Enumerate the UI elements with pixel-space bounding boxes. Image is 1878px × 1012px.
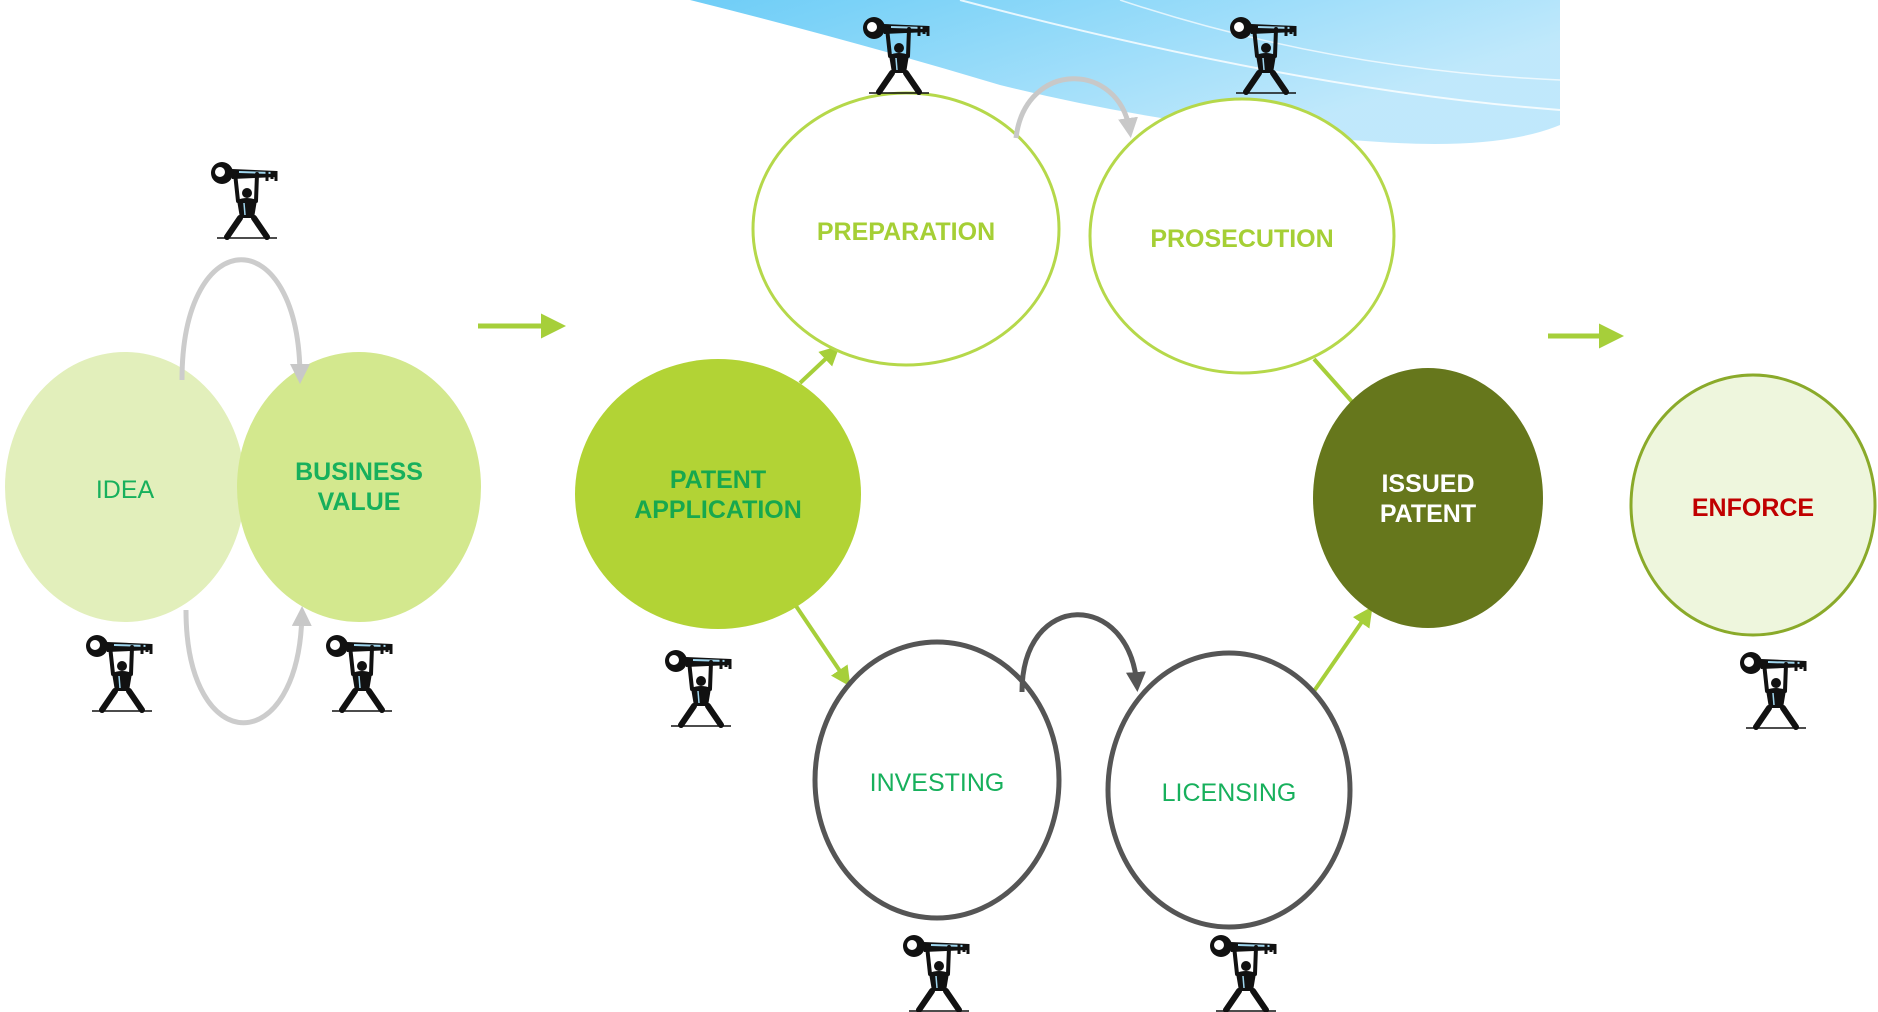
key-bearer-icon	[86, 635, 152, 711]
key-bearer-icon	[1740, 652, 1806, 728]
label-line: ISSUED	[1381, 470, 1474, 498]
key-bearer-icon	[326, 635, 392, 711]
node-idea: IDEA	[5, 352, 245, 622]
connector-application-investing	[794, 604, 851, 687]
curved-loop-arrow-icon	[183, 606, 312, 726]
header-wave	[39, 0, 1561, 144]
node-prosecution-label: PROSECUTION	[1150, 225, 1333, 253]
node-prosecution: PROSECUTION	[1088, 97, 1396, 375]
node-investing-label: INVESTING	[870, 769, 1005, 797]
node-preparation-label: PREPARATION	[817, 218, 995, 246]
label-line: ENFORCE	[1692, 494, 1814, 522]
node-enforce-label: ENFORCE	[1692, 494, 1814, 522]
connector-licensing-issued	[1310, 606, 1373, 696]
label-line: BUSINESS	[295, 458, 423, 486]
label-line: LICENSING	[1162, 779, 1297, 807]
key-bearer-icon	[211, 162, 277, 238]
connectors	[478, 313, 1624, 696]
label-line: PREPARATION	[817, 218, 995, 246]
node-preparation: PREPARATION	[751, 91, 1061, 367]
connector-prosecution-issued	[1312, 357, 1356, 406]
node-enforce: ENFORCE	[1629, 373, 1877, 637]
connector-application-preparation	[798, 345, 840, 385]
curved-loop-arrow-icon	[1019, 612, 1146, 693]
label-line: IDEA	[96, 476, 155, 504]
label-line: APPLICATION	[634, 496, 802, 524]
node-idea-label: IDEA	[96, 476, 155, 504]
label-line: VALUE	[318, 488, 401, 516]
curved-loop-arrow-icon	[1013, 76, 1138, 139]
curved-loop-arrow-icon	[179, 257, 310, 384]
node-licensing-label: LICENSING	[1162, 779, 1297, 807]
label-line: PATENT	[670, 466, 766, 494]
key-bearer-icon	[1210, 935, 1276, 1011]
key-bearer-icon	[903, 935, 969, 1011]
loop-arrows	[179, 76, 1146, 726]
key-bearer-icon	[665, 650, 731, 726]
node-licensing: LICENSING	[1105, 650, 1353, 930]
label-line: PROSECUTION	[1150, 225, 1333, 253]
node-investing: INVESTING	[812, 639, 1062, 921]
label-line: PATENT	[1380, 500, 1476, 528]
label-line: INVESTING	[870, 769, 1005, 797]
